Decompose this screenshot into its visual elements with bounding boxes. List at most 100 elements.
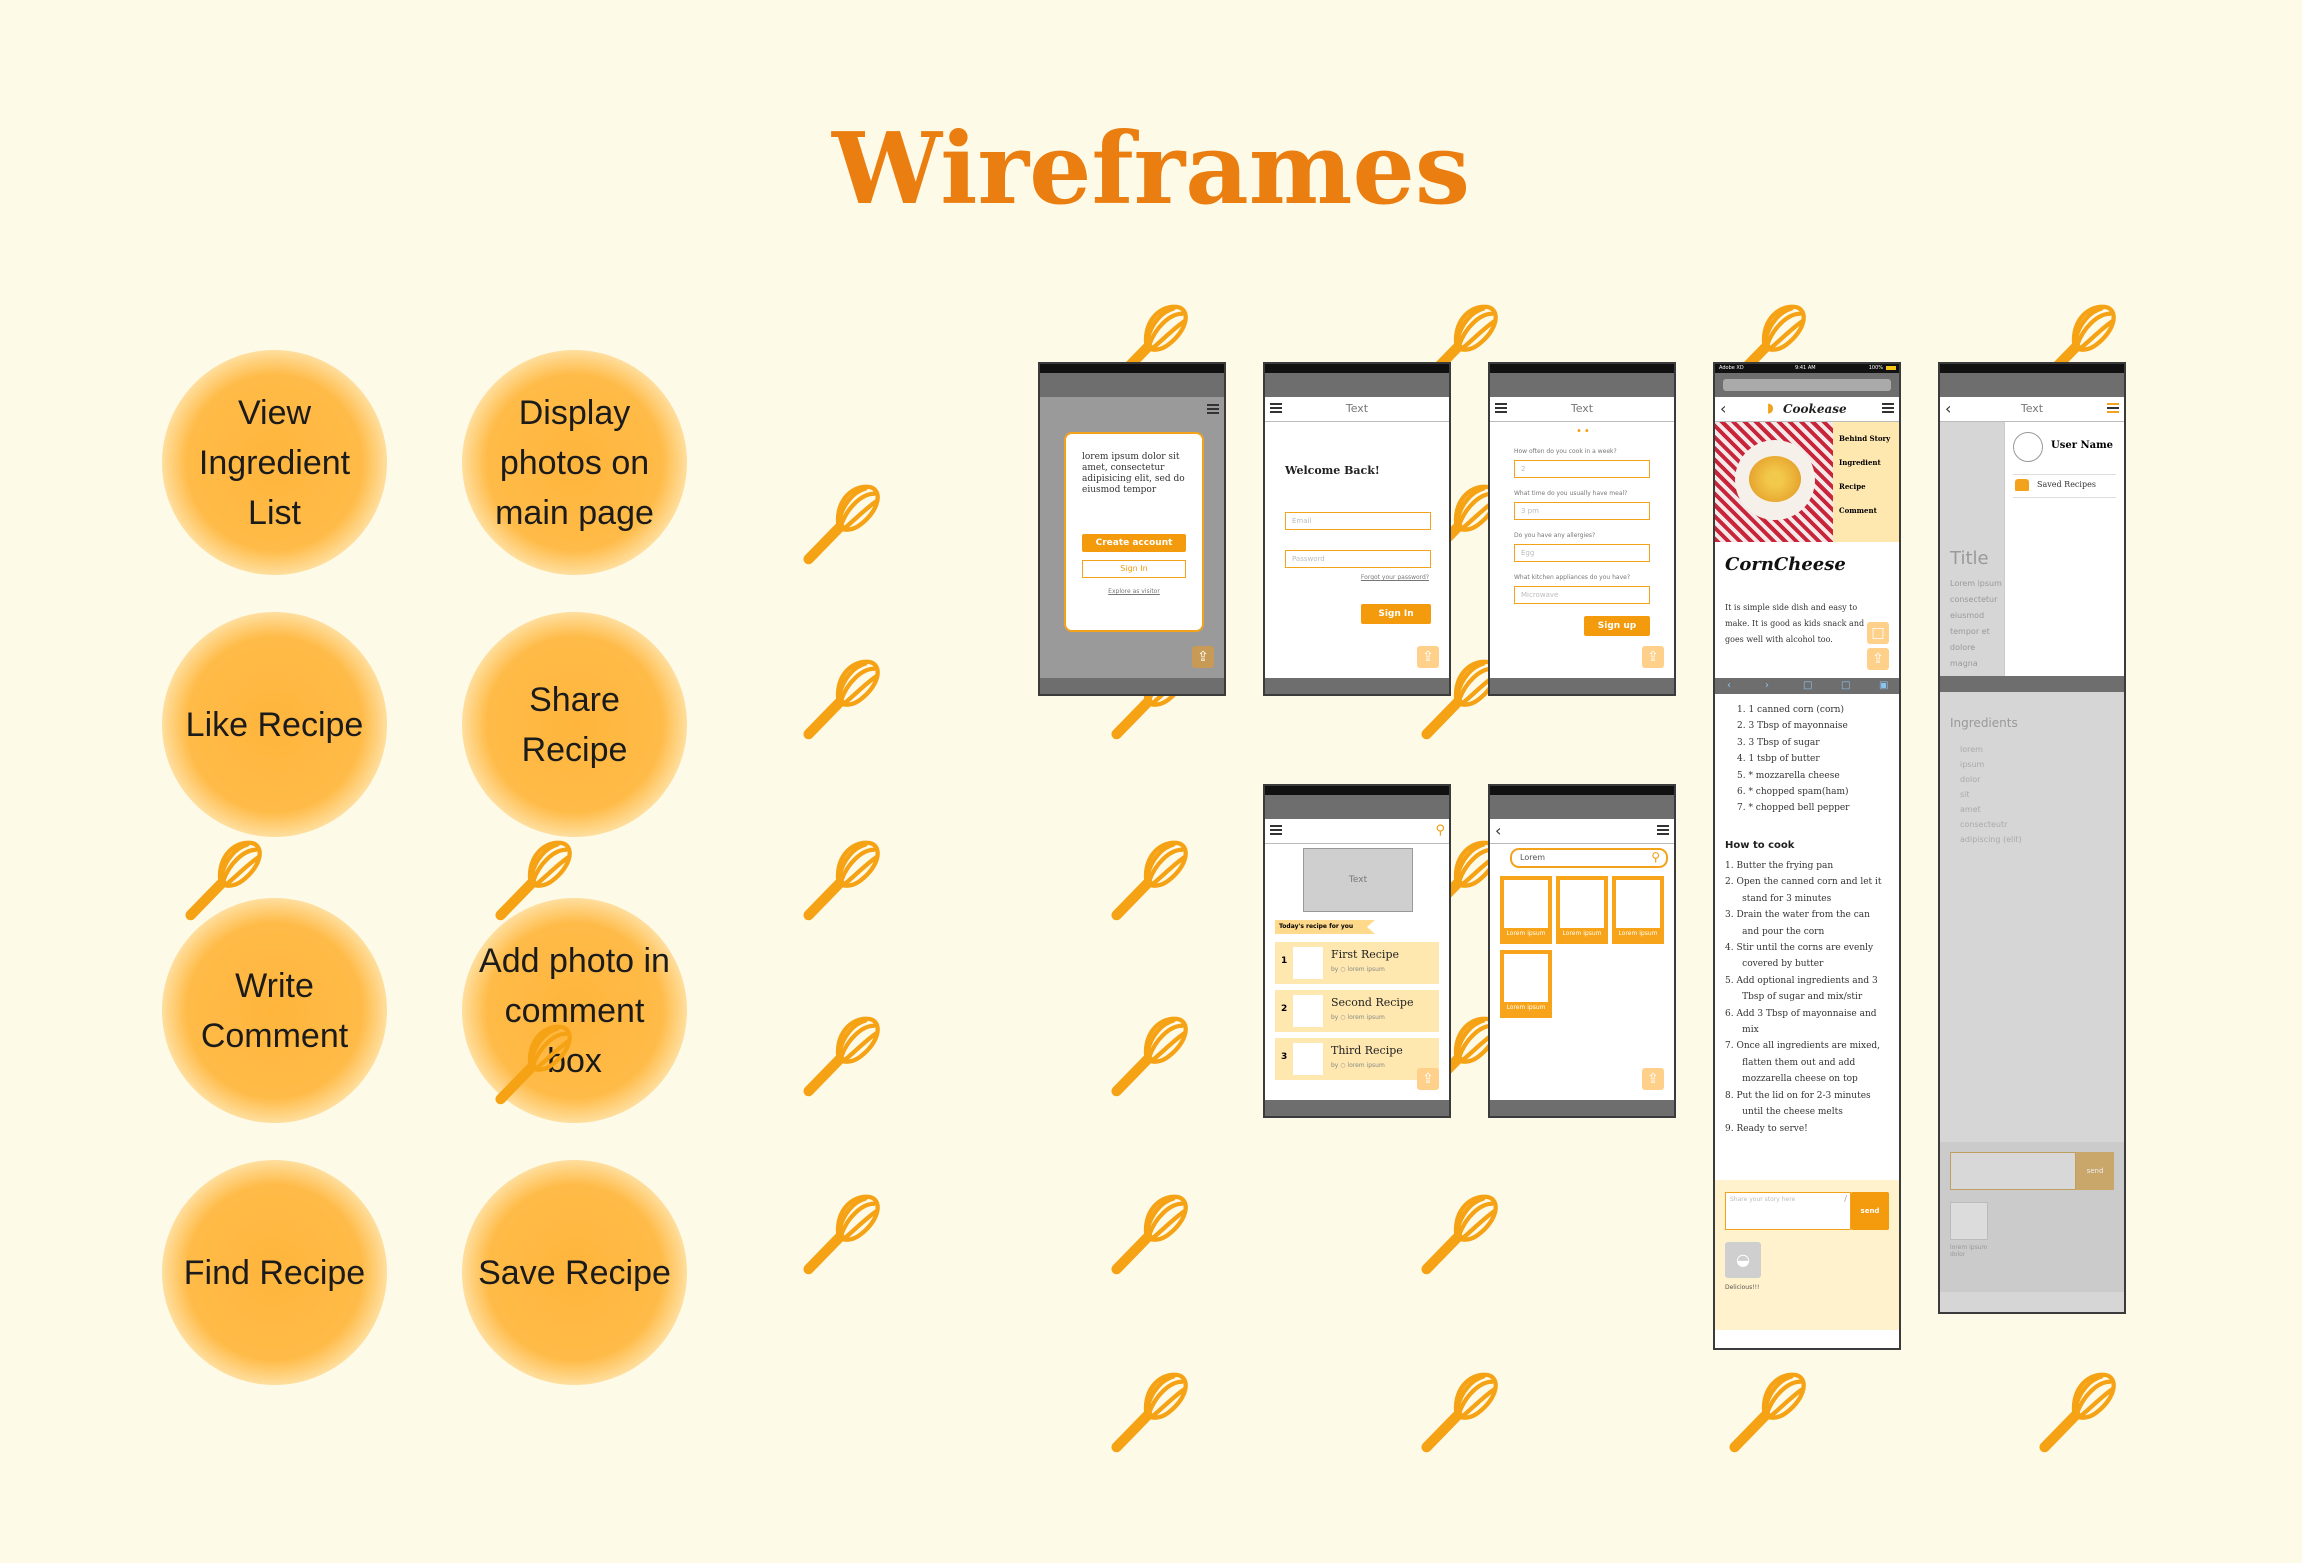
survey-answer[interactable]: 2 (1514, 460, 1650, 478)
whisk-icon (2036, 1368, 2122, 1454)
comment-section: Share your story here ∕ send ◒ Delicious… (1715, 1180, 1899, 1330)
feature-find-recipe: Find Recipe (162, 1160, 387, 1385)
step-item: 4. Stir until the corns are evenly (1725, 943, 1874, 954)
wireframe-survey: Text •• How often do you cook in a week?… (1488, 362, 1676, 696)
share-icon[interactable]: ⇪ (1867, 648, 1889, 670)
forgot-password-link[interactable]: Forgot your password? (1360, 574, 1429, 581)
recipe-card[interactable]: 1 First Recipe by ○ lorem ipsum (1275, 942, 1439, 984)
comment-caption: lorem ipsum dolor (1950, 1244, 1988, 1258)
status-bar (1265, 364, 1449, 373)
result-tile[interactable]: Lorem ipsum (1500, 876, 1552, 944)
wireframe-login: Text Welcome Back! Email Password Forgot… (1263, 362, 1451, 696)
sign-in-button[interactable]: Sign In (1361, 604, 1431, 624)
search-input[interactable]: Lorem ⚲ (1510, 848, 1668, 868)
menu-recipe[interactable]: Recipe (1839, 482, 1866, 491)
hamburger-icon[interactable] (1657, 825, 1669, 835)
step-item: stand for 3 minutes (1725, 893, 1832, 904)
like-icon[interactable]: □ (1867, 622, 1889, 644)
wireframe-welcome: lorem ipsum dolor sit amet, consectetur … (1038, 362, 1226, 696)
result-tile[interactable]: Lorem ipsum (1556, 876, 1608, 944)
survey-question: How often do you cook in a week? (1514, 448, 1617, 455)
result-tile[interactable]: Lorem ipsum (1612, 876, 1664, 944)
whisk-icon (182, 836, 268, 922)
chevron-left-icon[interactable]: ‹ (1945, 399, 1952, 418)
ingredient-item: 1. 1 canned corn (corn) (1737, 705, 1844, 715)
ingredient-item: 7. * chopped bell pepper (1737, 803, 1850, 814)
user-name[interactable]: User Name (2051, 440, 2114, 451)
create-account-button[interactable]: Create account (1082, 534, 1186, 552)
hamburger-icon[interactable] (1270, 825, 1282, 835)
cupcake-icon (2015, 479, 2029, 491)
step-item: 9. Ready to serve! (1725, 1123, 1808, 1134)
top-bar (1490, 795, 1674, 819)
hamburger-icon[interactable] (1270, 403, 1282, 413)
share-icon[interactable]: □ (1803, 680, 1813, 691)
share-icon[interactable]: ⇪ (1642, 1068, 1664, 1090)
nav-bar: ‹ (1490, 819, 1674, 844)
feature-like-recipe: Like Recipe (162, 612, 387, 837)
feature-write-comment: Write Comment (162, 898, 387, 1123)
saved-recipes-item[interactable]: Saved Recipes (2013, 474, 2116, 498)
chevron-left-icon[interactable]: ‹ (1495, 821, 1502, 840)
search-icon[interactable]: ⚲ (1651, 850, 1660, 864)
whisk-icon (1726, 1368, 1812, 1454)
page-dots: •• (1576, 426, 1592, 437)
bottom-bar (1265, 1100, 1449, 1116)
survey-answer[interactable]: 3 pm (1514, 502, 1650, 520)
whisk-icon (492, 1020, 578, 1106)
menu-ingredient[interactable]: Ingredient (1839, 458, 1881, 467)
survey-answer[interactable]: Microwave (1514, 586, 1650, 604)
share-icon[interactable]: ⇪ (1417, 646, 1439, 668)
send-button[interactable]: send (1851, 1192, 1889, 1230)
sign-in-button[interactable]: Sign In (1082, 560, 1186, 578)
wireframe-profile-menu: ‹ Text Title Lorem ipsum consectetur eiu… (1938, 362, 2126, 1314)
attach-icon[interactable]: ∕ (1844, 1194, 1847, 1203)
side-drawer: User Name Saved Recipes (2004, 422, 2124, 676)
whisk-icon (1108, 1368, 1194, 1454)
hamburger-icon[interactable] (2107, 403, 2119, 413)
recipe-card[interactable]: 2 Second Recipe by ○ lorem ipsum (1275, 990, 1439, 1032)
menu-behind-story[interactable]: Behind Story (1839, 434, 1891, 443)
section-menu: Behind Story Ingredient Recipe Comment (1833, 422, 1899, 542)
recipe-author: by ○ lorem ipsum (1331, 1014, 1385, 1021)
survey-question: What kitchen appliances do you have? (1514, 574, 1631, 581)
recipe-thumbnail (1293, 995, 1323, 1027)
recipe-author: by ○ lorem ipsum (1331, 966, 1385, 973)
url-bar (1715, 373, 1899, 397)
sign-up-button[interactable]: Sign up (1584, 616, 1650, 636)
hamburger-icon[interactable] (1495, 403, 1507, 413)
ingredient-item: consecteutr (1960, 820, 2008, 829)
menu-comment[interactable]: Comment (1839, 506, 1877, 515)
steps-list: 1. Butter the frying pan 2. Open the can… (1725, 858, 1882, 1137)
password-field[interactable]: Password (1285, 550, 1431, 568)
result-tile[interactable]: Lorem ipsum (1500, 950, 1552, 1018)
back-icon[interactable]: ‹ (1727, 680, 1731, 691)
share-icon[interactable]: ⇪ (1417, 1068, 1439, 1090)
share-icon[interactable]: ⇪ (1642, 646, 1664, 668)
forward-icon[interactable]: › (1765, 680, 1769, 691)
comment-input[interactable]: Share your story here ∕ (1725, 1192, 1851, 1230)
feature-display-photos: Display photos on main page (462, 350, 687, 575)
hamburger-icon[interactable] (1882, 403, 1894, 413)
nav-title: Text (1570, 402, 1594, 415)
email-field[interactable]: Email (1285, 512, 1431, 530)
avatar[interactable] (2013, 432, 2043, 462)
recipe-title: Second Recipe (1331, 996, 1414, 1009)
ingredient-item: adipiscing (elit) (1960, 835, 2022, 844)
survey-answer[interactable]: Egg (1514, 544, 1650, 562)
search-icon[interactable]: ⚲ (1435, 823, 1445, 838)
bottom-bar (1040, 678, 1224, 694)
feature-label: Share Recipe (521, 680, 628, 769)
share-icon[interactable]: ⇪ (1192, 646, 1214, 668)
chevron-left-icon[interactable]: ‹ (1720, 399, 1727, 418)
hamburger-icon[interactable] (1207, 404, 1219, 414)
recipe-card[interactable]: 3 Third Recipe by ○ lorem ipsum (1275, 1038, 1439, 1080)
croissant-icon: ◗ (1767, 401, 1774, 416)
send-button[interactable]: send (2076, 1152, 2114, 1190)
explore-link[interactable]: Explore as visitor (1108, 588, 1160, 595)
tabs-icon[interactable]: ▣ (1879, 680, 1889, 691)
nav-bar: ⚲ (1265, 819, 1449, 844)
book-icon[interactable]: □ (1841, 680, 1851, 691)
step-item: mozzarella cheese on top (1725, 1074, 1858, 1085)
comment-input[interactable] (1950, 1152, 2076, 1190)
